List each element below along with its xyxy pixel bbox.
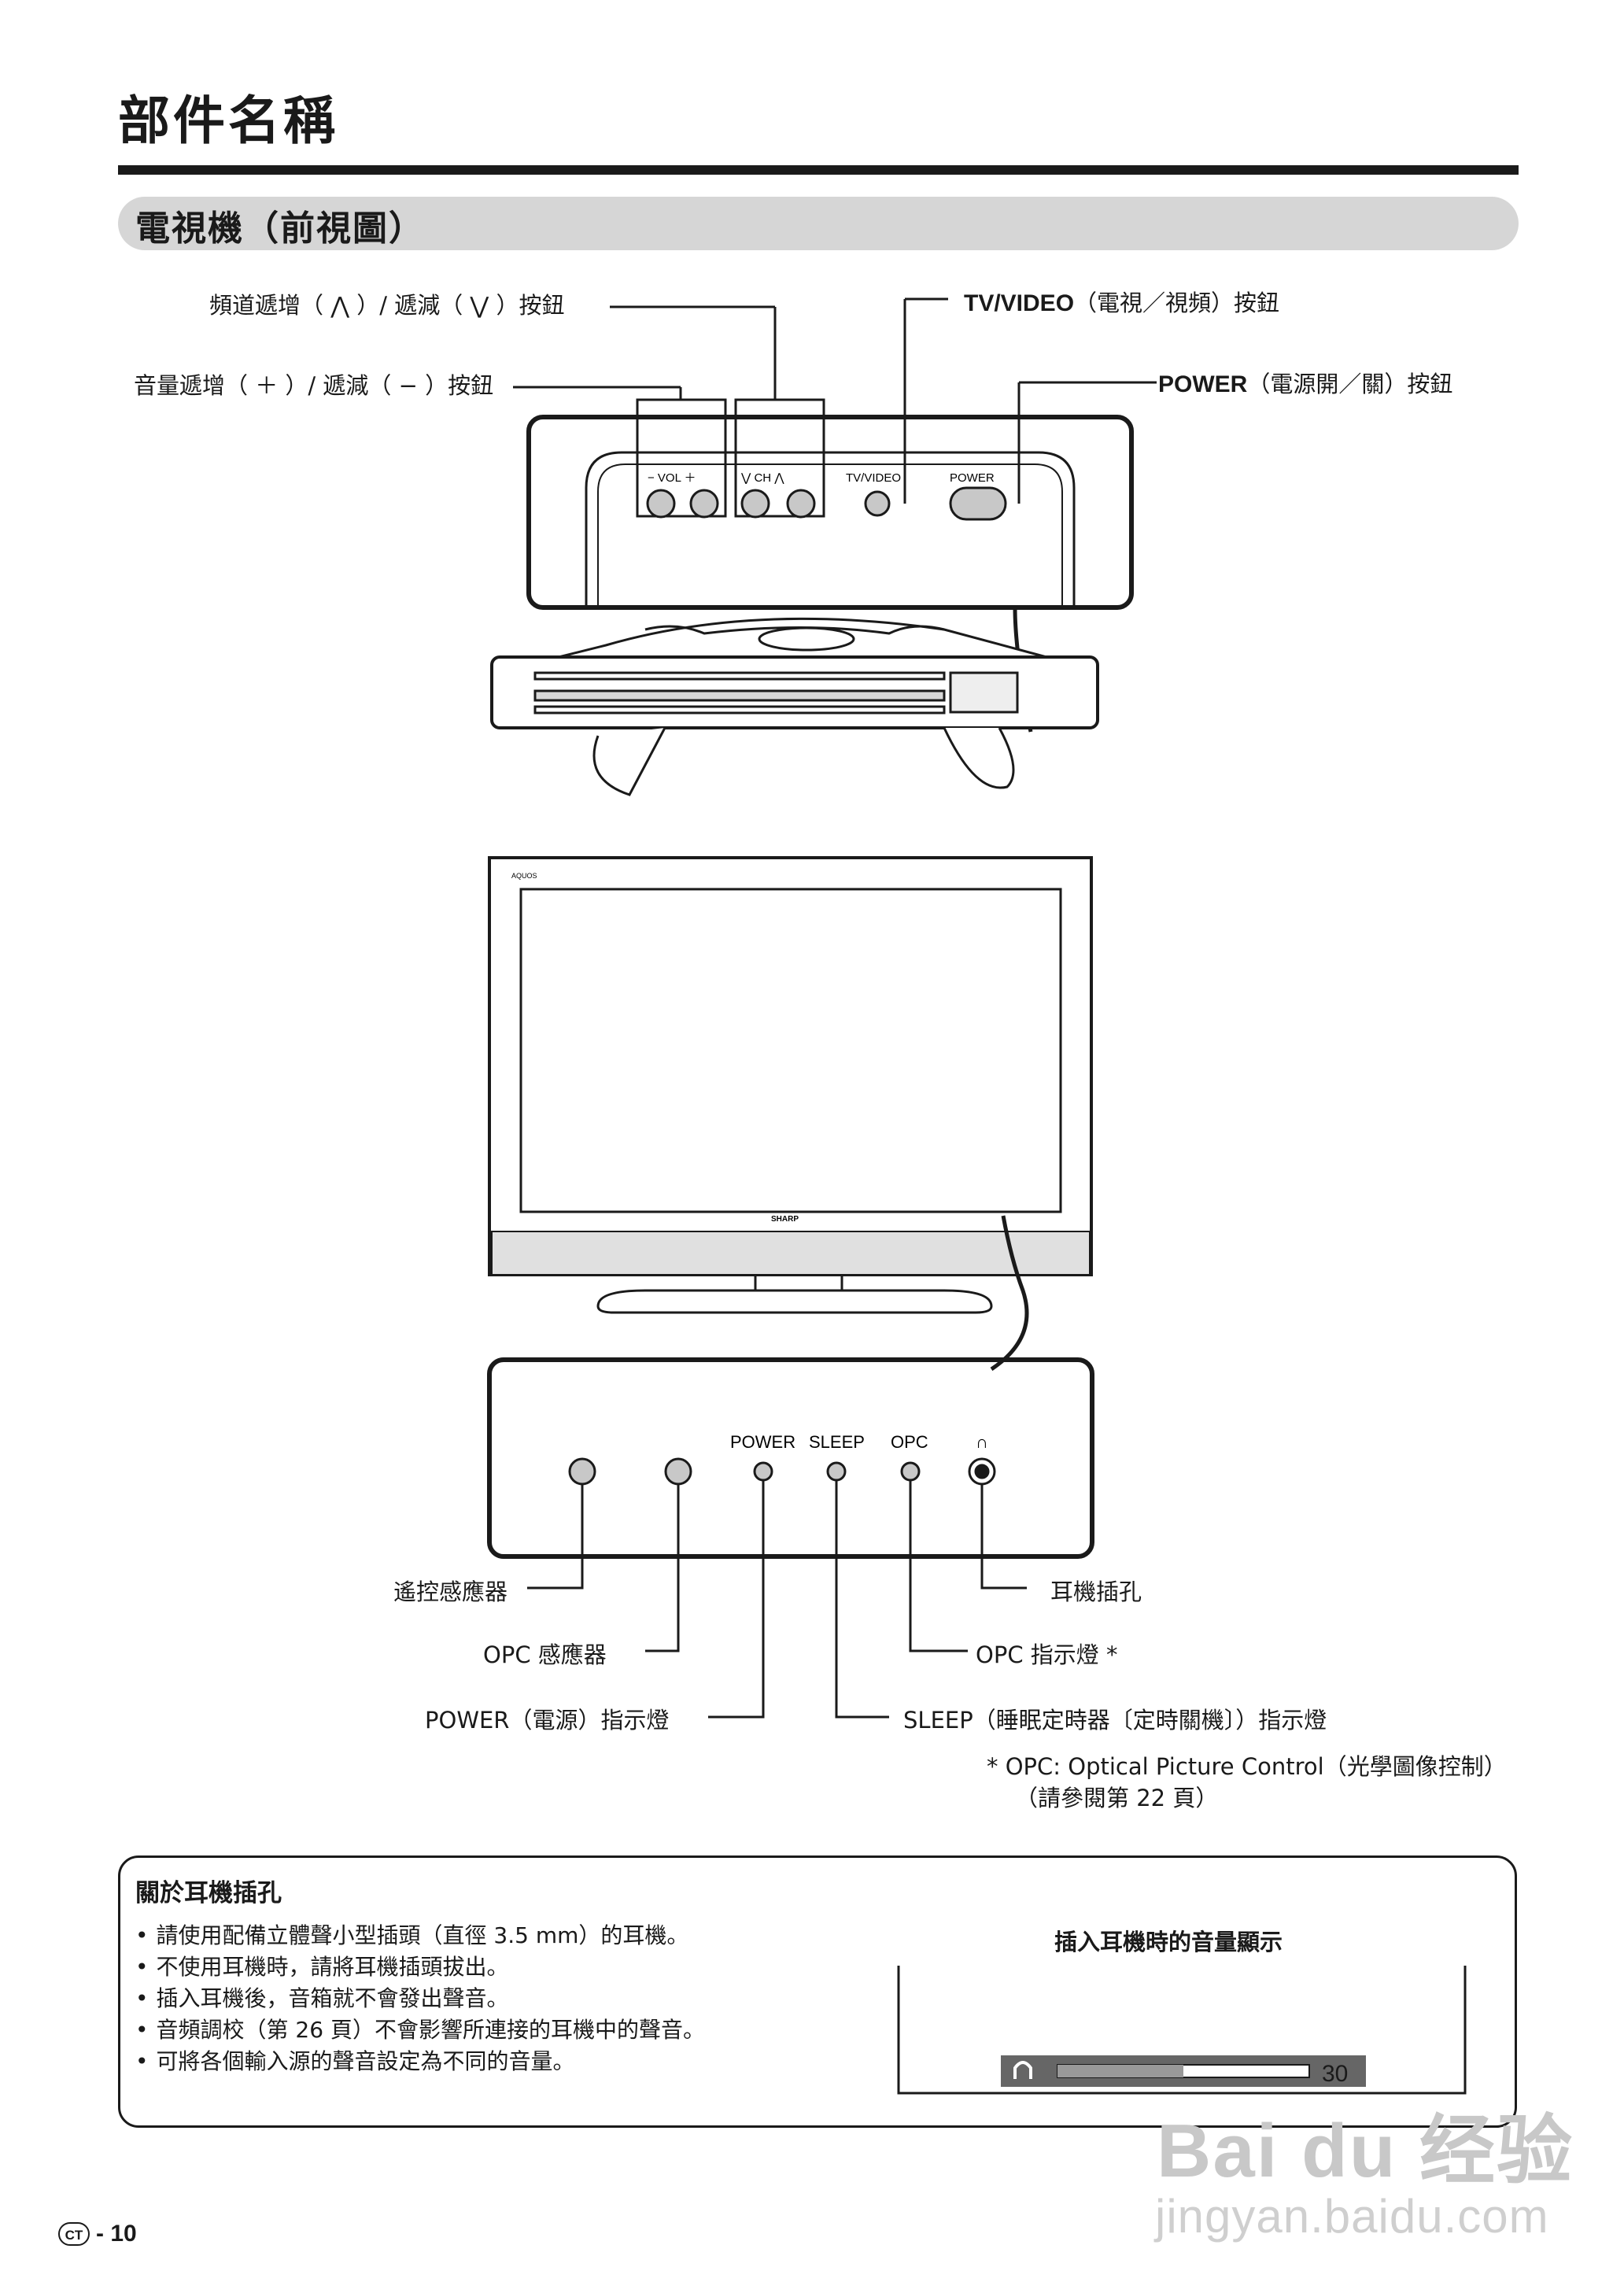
tv-screen bbox=[519, 888, 1062, 1213]
sleep-indicator-callout: SLEEP（睡眠定時器〔定時關機〕）指示燈 bbox=[903, 1707, 1327, 1734]
headphone-info-title: 關於耳機插孔 bbox=[135, 1879, 282, 1907]
power-indicator bbox=[753, 1461, 773, 1482]
aquos-logo: AQUOS bbox=[511, 872, 537, 880]
tv-video-label: TV/VIDEO bbox=[846, 471, 901, 485]
top-panel-box bbox=[526, 415, 1134, 610]
volume-buttons-label: 音量遞增（ ＋ ）/ 遞減（ − ）按鈕 bbox=[134, 372, 494, 399]
bottom-panel-box bbox=[487, 1357, 1094, 1559]
page-number: - 10 bbox=[96, 2221, 137, 2247]
baidu-watermark: Bai du 经验 bbox=[1157, 2109, 1574, 2193]
headphone-jack-callout: 耳機插孔 bbox=[1050, 1579, 1142, 1605]
page-title: 部件名稱 bbox=[118, 90, 338, 151]
headphone-symbol-label: ∩ bbox=[976, 1432, 988, 1452]
volume-bar-fill bbox=[1057, 2065, 1183, 2077]
title-rule bbox=[118, 165, 1519, 175]
ch-label: ⋁ CH ⋀ bbox=[740, 471, 784, 485]
sleep-indicator bbox=[826, 1461, 847, 1482]
baidu-watermark-url: jingyan.baidu.com bbox=[1155, 2190, 1549, 2243]
list-item: 音頻調校（第 26 頁）不會影響所連接的耳機中的聲音。 bbox=[135, 2014, 705, 2046]
tv-stand bbox=[596, 1289, 993, 1314]
power-button-label: POWER（電源開／關）按鈕 bbox=[1158, 371, 1453, 397]
headphone-info-box bbox=[118, 1855, 1517, 2128]
tv-video-button bbox=[864, 490, 891, 517]
power-label: POWER bbox=[950, 471, 995, 485]
section-bar bbox=[118, 197, 1519, 250]
power-indicator-label: POWER bbox=[730, 1432, 795, 1452]
tv-video-button-label: TV/VIDEO（電視／視頻）按鈕 bbox=[964, 290, 1280, 316]
footnote-line-2: （請參閱第 22 頁） bbox=[1015, 1785, 1219, 1811]
vol-minus-button bbox=[646, 489, 676, 519]
headphone-info-list: 請使用配備立體聲小型插頭（直徑 3.5 mm）的耳機。 不使用耳機時，請將耳機插… bbox=[135, 1920, 705, 2077]
sleep-indicator-label: SLEEP bbox=[809, 1432, 865, 1452]
headphone-icon bbox=[1013, 2061, 1032, 2079]
opc-sensor bbox=[664, 1457, 692, 1486]
sharp-logo: SHARP bbox=[771, 1215, 799, 1224]
remote-sensor-label: 遙控感應器 bbox=[393, 1579, 508, 1605]
opc-indicator bbox=[900, 1461, 921, 1482]
channel-buttons-label: 頻道遞增（ ⋀ ）/ 遞減（ ⋁ ）按鈕 bbox=[209, 292, 565, 319]
section-title: 電視機（前視圖） bbox=[135, 209, 425, 249]
tv-speaker-bar bbox=[491, 1231, 1091, 1276]
list-item: 請使用配備立體聲小型插頭（直徑 3.5 mm）的耳機。 bbox=[135, 1920, 705, 1951]
list-item: 不使用耳機時，請將耳機插頭拔出。 bbox=[135, 1951, 705, 1983]
opc-indicator-callout: OPC 指示燈 * bbox=[976, 1641, 1118, 1668]
volume-value: 30 bbox=[1322, 2061, 1348, 2087]
power-indicator-callout: POWER（電源）指示燈 bbox=[425, 1707, 670, 1734]
ch-down-button bbox=[740, 489, 770, 519]
remote-sensor bbox=[568, 1457, 596, 1486]
opc-indicator-label: OPC bbox=[891, 1432, 928, 1452]
page-language-badge: CT bbox=[58, 2222, 90, 2246]
power-button bbox=[949, 486, 1007, 521]
vol-label: − VOL ＋ bbox=[648, 471, 696, 485]
ch-up-button bbox=[786, 489, 816, 519]
vol-plus-button bbox=[689, 489, 719, 519]
volume-display-title: 插入耳機時的音量顯示 bbox=[1054, 1929, 1283, 1955]
opc-sensor-label: OPC 感應器 bbox=[483, 1641, 607, 1668]
list-item: 可將各個輸入源的聲音設定為不同的音量。 bbox=[135, 2046, 705, 2077]
list-item: 插入耳機後，音箱就不會發出聲音。 bbox=[135, 1983, 705, 2014]
footnote-line-1: * OPC: Optical Picture Control（光學圖像控制） bbox=[987, 1753, 1507, 1780]
